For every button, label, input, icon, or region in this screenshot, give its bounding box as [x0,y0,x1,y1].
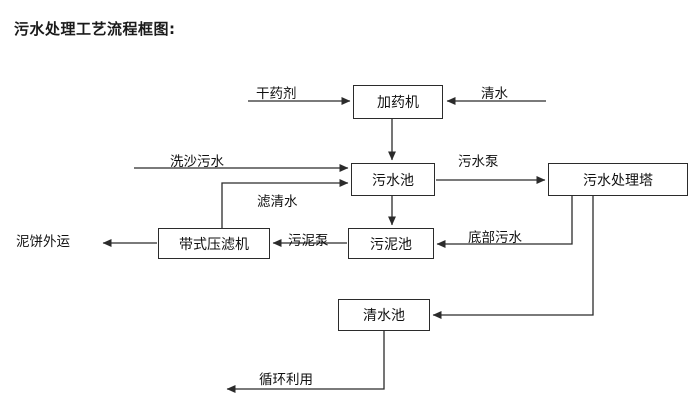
node-belt-filter-press-label: 带式压滤机 [179,236,249,253]
node-sewage-pool-label: 污水池 [372,172,414,189]
edge-label-bottom-sewage: 底部污水 [468,230,522,246]
edge-label-mud-cake-out: 泥饼外运 [16,234,70,250]
node-sewage-pool[interactable]: 污水池 [351,163,435,196]
node-sludge-pool[interactable]: 污泥池 [348,228,434,259]
edge-label-filtered-water: 滤清水 [257,194,298,210]
edge-label-sludge-pump: 污泥泵 [288,233,329,249]
node-clear-water-pool[interactable]: 清水池 [338,299,430,331]
node-sludge-pool-label: 污泥池 [370,236,412,253]
edge-tower-to-sludge [436,196,573,248]
node-dosing-machine-label: 加药机 [377,95,419,111]
page-title: 污水处理工艺流程框图: [14,20,176,38]
edge-label-sand-washing-sewage: 洗沙污水 [170,154,224,170]
node-clear-water-pool-label: 清水池 [363,308,405,324]
edge-press-to-sewage-filtrate [221,179,349,228]
node-treatment-tower[interactable]: 污水处理塔 [548,163,688,196]
node-dosing-machine[interactable]: 加药机 [353,85,443,119]
edge-tower-to-clearpool [432,196,594,319]
edge-label-dry-agent: 干药剂 [256,86,297,102]
edge-label-recycle-reuse: 循环利用 [259,372,313,388]
edge-label-sewage-pump: 污水泵 [458,154,499,170]
edge-label-clean-water: 清水 [481,86,508,102]
edge-clearpool-to-recycle [226,331,385,393]
node-belt-filter-press[interactable]: 带式压滤机 [158,228,270,259]
node-treatment-tower-label: 污水处理塔 [583,172,653,189]
